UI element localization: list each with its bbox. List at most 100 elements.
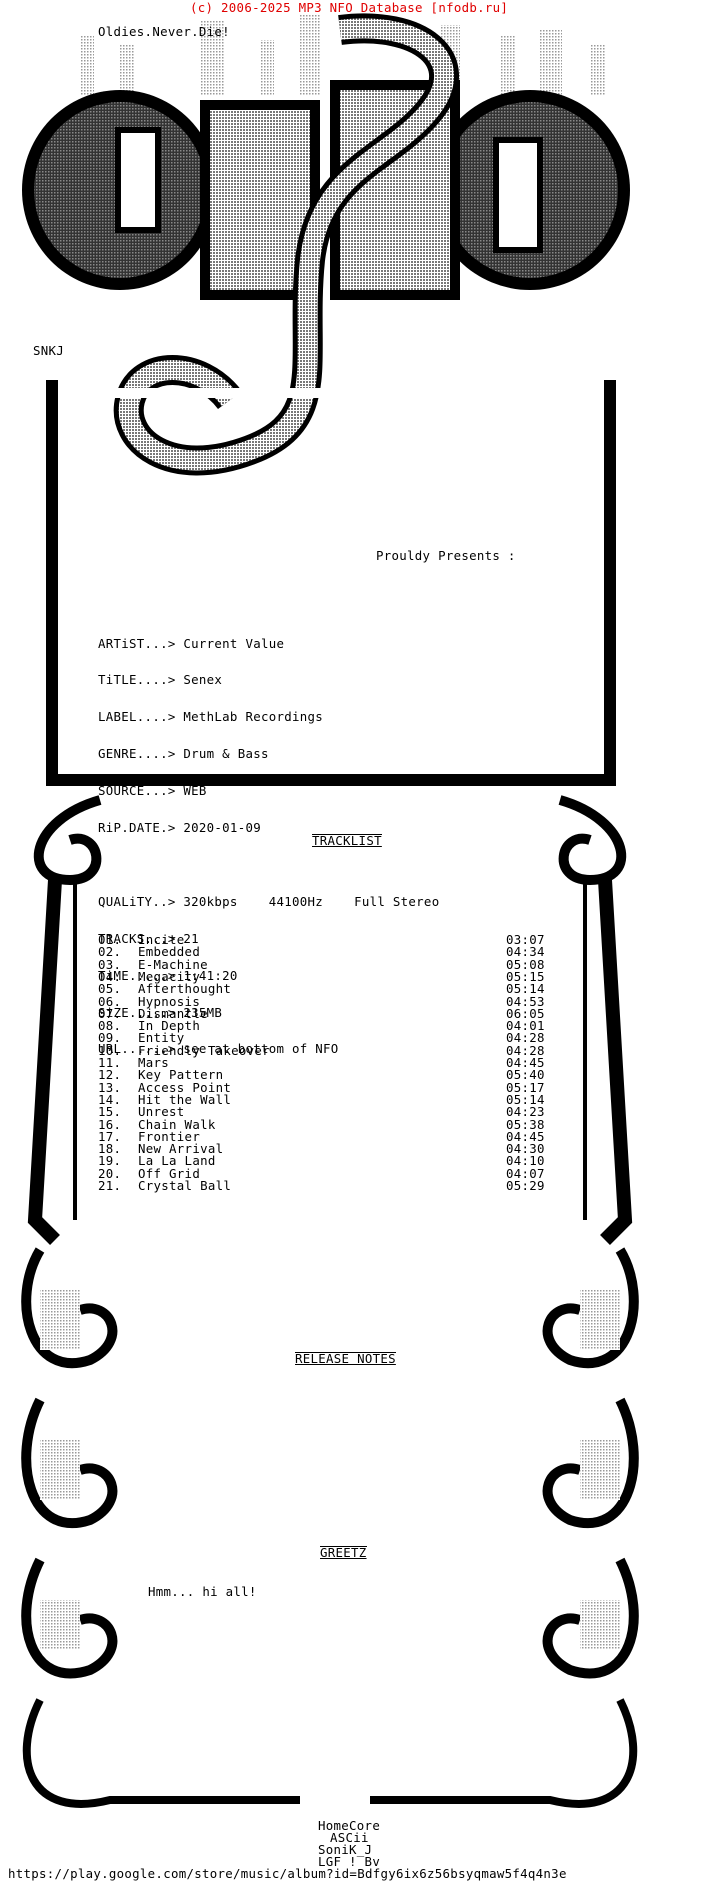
- info-row-label: LABEL....> MethLab Recordings: [98, 709, 324, 725]
- track-number: 15.: [98, 1104, 122, 1120]
- greetz-heading: GREETZ: [320, 1545, 367, 1560]
- track-title: Dismantle: [138, 1005, 208, 1021]
- track-duration: 04:07: [506, 1165, 545, 1181]
- info-row-genre: GENRE....> Drum & Bass: [98, 746, 269, 762]
- info-row-source: SOURCE...> WEB: [98, 783, 207, 799]
- info-row-title: TiTLE....> Senex: [98, 672, 223, 688]
- track-duration: 05:14: [506, 1091, 545, 1107]
- track-duration: 04:10: [506, 1153, 545, 1169]
- track-duration: 04:30: [506, 1141, 545, 1157]
- track-number: 01.: [98, 932, 122, 947]
- track-row: 05. Afterthought 05:14: [98, 981, 548, 997]
- info-row-url: URL......> see at bottom of NFO: [98, 1041, 339, 1057]
- track-title: In Depth: [138, 1018, 201, 1034]
- info-row-size: SiZE.....> 235MB: [98, 1004, 223, 1020]
- track-title: Friendly Takeover: [138, 1042, 270, 1058]
- credit-line-1: HomeCore: [318, 1818, 381, 1833]
- track-row: 06. Hypnosis 04:53: [98, 993, 548, 1009]
- track-number: 02.: [98, 944, 122, 960]
- track-duration: 05:40: [506, 1067, 545, 1083]
- track-duration: 03:07: [506, 932, 545, 947]
- track-duration: 05:15: [506, 968, 545, 984]
- credit-line-4: LGF ! Bv: [318, 1854, 381, 1869]
- album-url: https://play.google.com/store/music/albu…: [8, 1866, 567, 1881]
- track-number: 11.: [98, 1055, 122, 1070]
- track-number: 21.: [98, 1178, 122, 1193]
- track-duration: 05:08: [506, 956, 545, 972]
- track-title: E-Machine: [138, 956, 208, 972]
- track-duration: 06:05: [506, 1005, 545, 1021]
- presents-text: Prouldy Presents :: [376, 548, 516, 563]
- track-duration: 04:45: [506, 1055, 545, 1070]
- track-duration: 04:53: [506, 993, 545, 1009]
- track-number: 16.: [98, 1116, 122, 1132]
- track-number: 18.: [98, 1141, 122, 1157]
- track-title: Frontier: [138, 1128, 201, 1144]
- track-title: Unrest: [138, 1104, 185, 1120]
- track-number: 17.: [98, 1128, 122, 1144]
- onfodb-logo-art: [22, 13, 630, 476]
- copyright-line: (c) 2006-2025 MP3 NFO Database [nfodb.ru…: [190, 0, 509, 15]
- track-number: 14.: [98, 1091, 122, 1107]
- track-title: Hit the Wall: [138, 1091, 232, 1107]
- track-title: Megacity: [138, 968, 201, 984]
- track-row: 16. Chain Walk 05:38: [98, 1116, 548, 1132]
- info-box-frame: [46, 380, 616, 786]
- track-row: 02. Embedded 04:34: [98, 944, 548, 960]
- track-duration: 04:28: [506, 1030, 545, 1046]
- ornament-shading-art: [40, 1290, 620, 1650]
- track-row: 14. Hit the Wall 05:14: [98, 1091, 548, 1107]
- track-duration: 05:38: [506, 1116, 545, 1132]
- track-row: 15. Unrest 04:23: [98, 1104, 548, 1120]
- credit-line-3: SoniK_J: [318, 1842, 373, 1857]
- track-row: 17. Frontier 04:45: [98, 1128, 548, 1144]
- track-title: Crystal Ball: [138, 1178, 232, 1193]
- ornament-frame-art: [21, 795, 639, 1808]
- track-title: Embedded: [138, 944, 201, 960]
- track-number: 08.: [98, 1018, 122, 1034]
- track-row: 21. Crystal Ball 05:29: [98, 1178, 548, 1193]
- track-number: 10.: [98, 1042, 122, 1058]
- track-number: 12.: [98, 1067, 122, 1083]
- track-title: Afterthought: [138, 981, 232, 997]
- track-title: Off Grid: [138, 1165, 201, 1181]
- track-row: 01. Incite 03:07: [98, 932, 548, 947]
- track-duration: 04:45: [506, 1128, 545, 1144]
- track-number: 06.: [98, 993, 122, 1009]
- info-row-time: TiME.....> 1:41:20: [98, 967, 238, 983]
- track-duration: 05:29: [506, 1178, 545, 1193]
- track-title: Key Pattern: [138, 1067, 224, 1083]
- info-row-artist: ARTiST...> Current Value: [98, 635, 285, 651]
- track-title: Hypnosis: [138, 993, 201, 1009]
- track-row: 11. Mars 04:45: [98, 1055, 548, 1070]
- track-number: 20.: [98, 1165, 122, 1181]
- track-number: 05.: [98, 981, 122, 997]
- track-row: 20. Off Grid 04:07: [98, 1165, 548, 1181]
- greetz-text: Hmm... hi all!: [148, 1584, 257, 1599]
- track-duration: 04:23: [506, 1104, 545, 1120]
- track-number: 13.: [98, 1079, 122, 1095]
- track-title: Mars: [138, 1055, 170, 1070]
- release-notes-heading: RELEASE NOTES: [295, 1351, 396, 1366]
- track-title: Incite: [138, 932, 185, 947]
- track-duration: 05:14: [506, 981, 545, 997]
- track-title: La La Land: [138, 1153, 216, 1169]
- track-title: Chain Walk: [138, 1116, 216, 1132]
- track-title: Access Point: [138, 1079, 232, 1095]
- info-row-tracks: TRACKS...> 21: [98, 930, 199, 946]
- info-row-ripdate: RiP.DATE.> 2020-01-09: [98, 820, 261, 836]
- track-title: Entity: [138, 1030, 185, 1046]
- track-row: 12. Key Pattern 05:40: [98, 1067, 548, 1083]
- info-block: ARTiST...> Current Value TiTLE....> Sene…: [98, 613, 439, 1068]
- track-number: 03.: [98, 956, 122, 972]
- track-duration: 04:34: [506, 944, 545, 960]
